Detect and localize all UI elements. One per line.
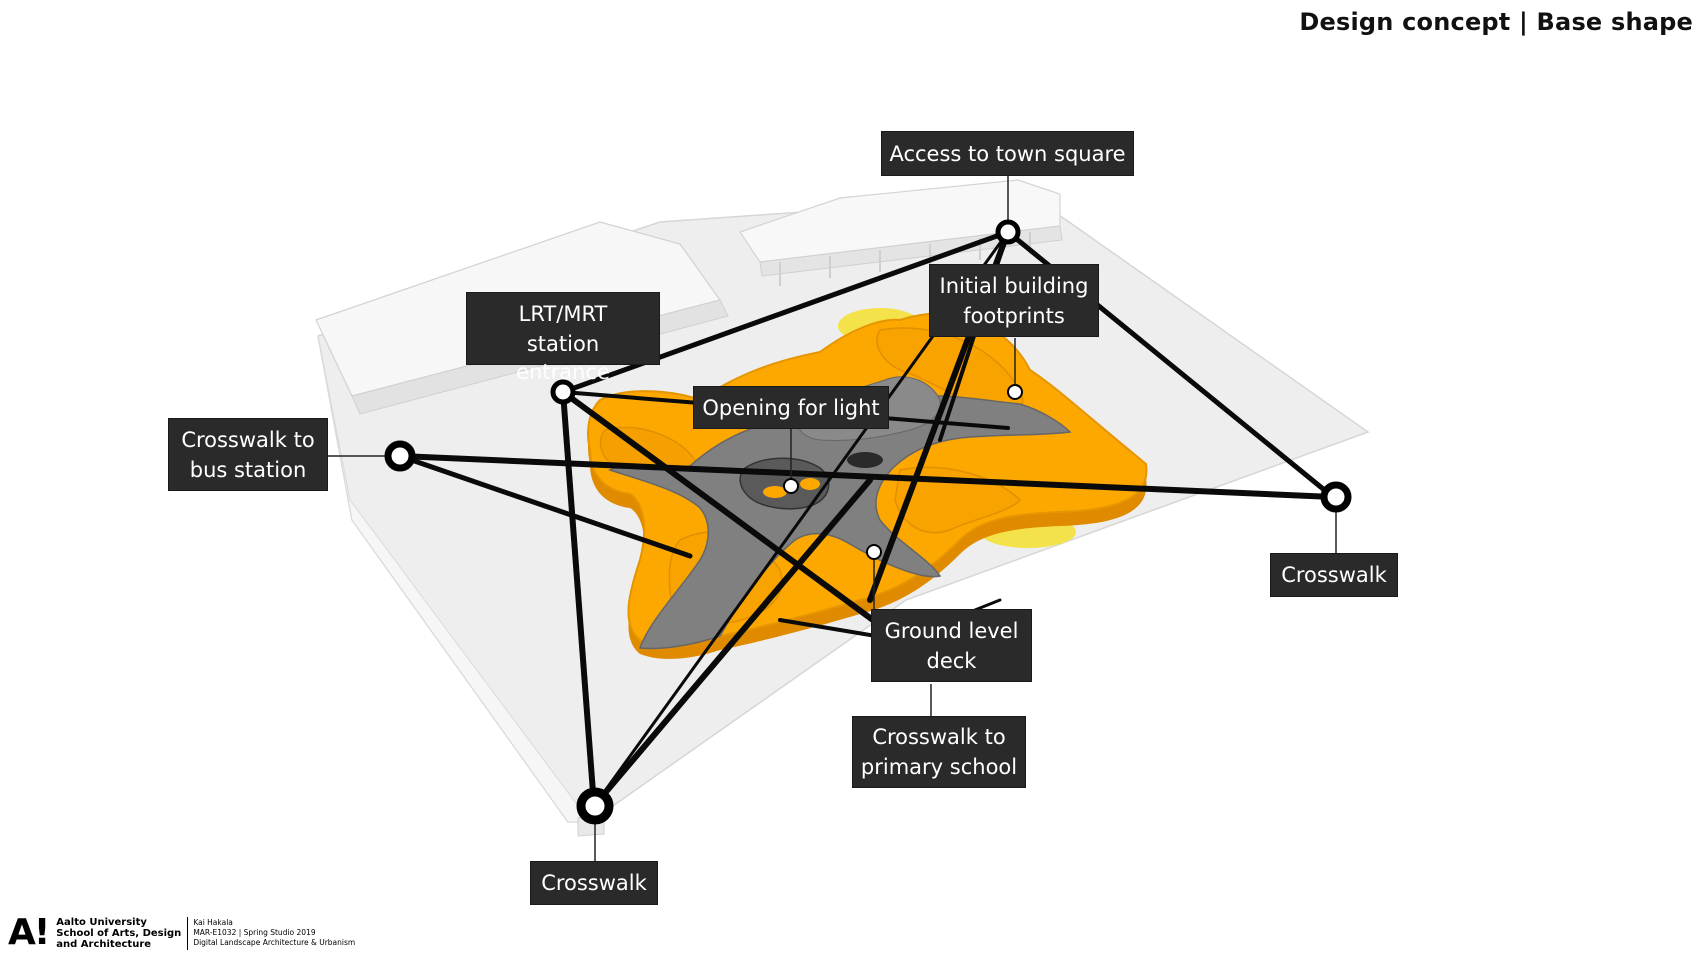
label-ground-level-deck: Ground level deck <box>871 609 1032 682</box>
course-code: MAR-E1032 | Spring Studio 2019 <box>193 928 316 937</box>
label-text: footprints <box>963 303 1065 328</box>
label-crosswalk-right: Crosswalk <box>1270 553 1398 597</box>
label-initial-footprints: Initial building footprints <box>929 264 1099 337</box>
label-text: primary school <box>860 755 1018 779</box>
node-town-square <box>995 219 1021 245</box>
node-bottom-crosswalk <box>576 787 614 825</box>
label-text: Access to town square <box>889 141 1126 166</box>
label-text: Crosswalk <box>541 871 647 895</box>
university-line: and Architecture <box>56 938 152 950</box>
marker-ground-deck <box>866 544 882 560</box>
label-access-town-square: Access to town square <box>881 131 1134 176</box>
author-name: Kai Hakala <box>193 918 233 927</box>
node-bus-crosswalk <box>384 440 416 472</box>
course-info: Kai Hakala MAR-E1032 | Spring Studio 201… <box>188 918 355 948</box>
label-text: Crosswalk to <box>181 427 315 452</box>
page-title: Design concept | Base shape <box>1299 8 1693 36</box>
label-text: Ground level <box>884 618 1019 643</box>
university-line: Aalto University <box>56 916 147 928</box>
label-text: LRT/MRT <box>518 301 608 326</box>
label-text: station <box>526 331 600 356</box>
label-text: Initial building <box>939 273 1089 298</box>
university-name: Aalto University School of Arts, Design … <box>56 916 189 950</box>
label-crosswalk-school: Crosswalk to primary school <box>852 716 1026 788</box>
label-crosswalk-bottom: Crosswalk <box>530 861 658 905</box>
label-crosswalk-bus: Crosswalk to bus station <box>168 418 328 491</box>
label-text: Opening for light <box>702 395 880 420</box>
label-text: bus station <box>189 457 307 482</box>
label-text: entrance <box>516 360 610 384</box>
program-name: Digital Landscape Architecture & Urbanis… <box>193 938 356 947</box>
footer: A! Aalto University School of Arts, Desi… <box>8 912 355 954</box>
node-lrt-station <box>550 379 576 405</box>
label-text: Crosswalk <box>1281 563 1387 587</box>
label-opening-for-light: Opening for light <box>693 386 889 429</box>
node-right-crosswalk <box>1320 481 1352 513</box>
university-line: School of Arts, Design <box>56 927 182 939</box>
label-text: Crosswalk to <box>872 725 1006 749</box>
aalto-logo: A! <box>8 912 50 953</box>
marker-opening <box>783 478 799 494</box>
nodes <box>384 219 1352 825</box>
label-lrt-station: LRT/MRT station entrance <box>466 292 660 384</box>
marker-footprints <box>1007 384 1023 400</box>
label-text: deck <box>926 648 977 673</box>
